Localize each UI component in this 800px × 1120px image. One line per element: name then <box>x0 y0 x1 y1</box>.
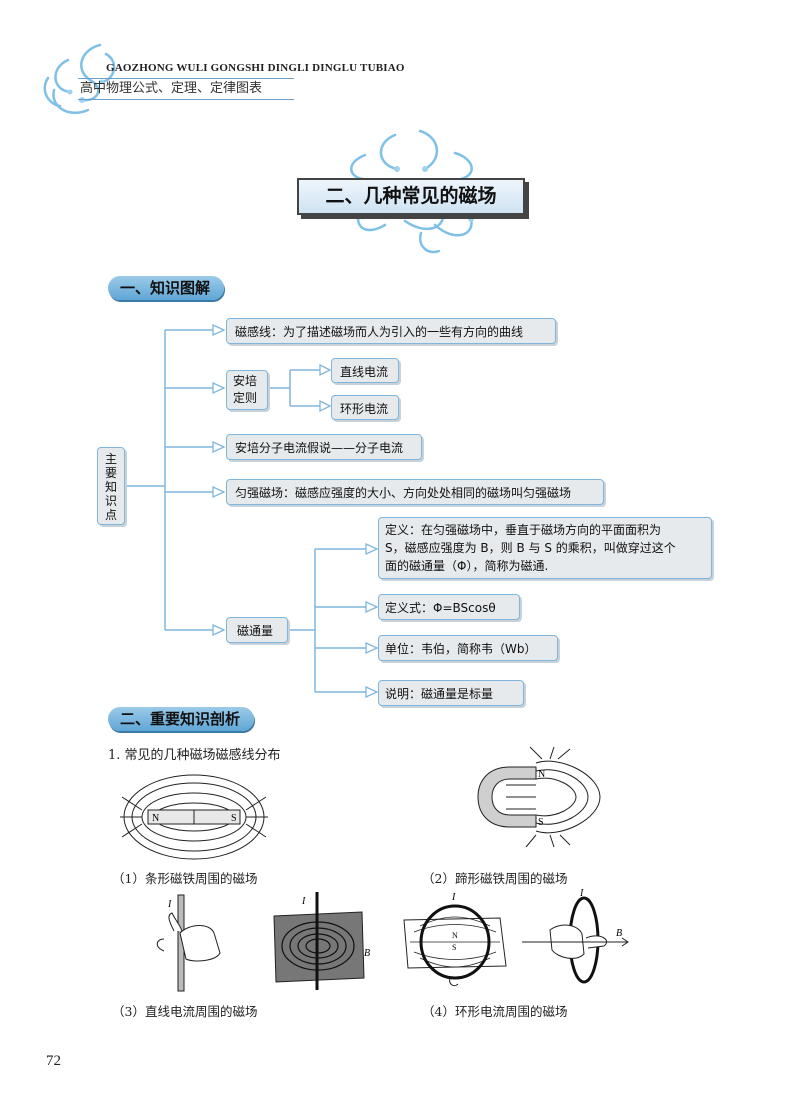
bar-magnet-north-label: N <box>152 813 159 824</box>
item1-heading: 1. 常见的几种磁场磁感线分布 <box>108 748 281 763</box>
ring-current-hand-figure: I B <box>522 888 629 984</box>
ring-hand-current-label: I <box>579 888 584 899</box>
straight-current-field-figure: I B <box>273 892 370 990</box>
header-book-title: 高中物理公式、定理、定律图表 <box>78 78 294 100</box>
bar-magnet-south-label: S <box>231 813 237 824</box>
flux-def-line2: S，磁感应强度为 B，则 B 与 S 的乘积，叫做穿过这个 <box>385 541 676 555</box>
node-ampere-rule: 安培 定则 <box>226 370 268 410</box>
node-magnetic-lines: 磁感线：为了描述磁场而人为引入的一些有方向的曲线 <box>226 318 556 344</box>
node-molecular-current: 安培分子电流假说——分子电流 <box>226 434 422 460</box>
ampere-rule-line2: 定则 <box>233 391 258 405</box>
horseshoe-north-label: N <box>538 769 545 780</box>
caption-ring-current: （4）环形电流周围的磁场 <box>422 1004 568 1019</box>
ring-field-current-label: I <box>451 892 456 903</box>
node-uniform-field: 匀强磁场：磁感应强度的大小、方向处处相同的磁场叫匀强磁场 <box>226 479 604 505</box>
node-flux-unit: 单位：韦伯，简称韦（Wb） <box>378 635 558 661</box>
section2-tag: 二、重要知识剖析 <box>108 707 255 731</box>
straight-current-hand-figure: I <box>156 894 221 992</box>
caption-straight-current: （3）直线电流周围的磁场 <box>112 1004 258 1019</box>
ring-field-south-label: S <box>452 943 456 952</box>
node-flux-definition: 定义：在匀强磁场中，垂直于磁场方向的平面面积为 S，磁感应强度为 B，则 B 与… <box>378 517 712 579</box>
ring-current-field-figure: I N S <box>403 892 507 987</box>
header-pinyin: GAOZHONG WULI GONGSHI DINGLI DINGLU TUBI… <box>106 62 405 74</box>
page-number: 72 <box>46 1053 61 1069</box>
flux-def-line3: 面的磁通量（Φ），简称为磁通. <box>385 559 549 573</box>
node-ring-current: 环形电流 <box>331 395 399 420</box>
ampere-rule-line1: 安培 <box>233 374 258 388</box>
flux-def-line1: 定义：在匀强磁场中，垂直于磁场方向的平面面积为 <box>385 523 662 537</box>
horseshoe-south-label: S <box>538 817 544 828</box>
horseshoe-magnet-figure: N S <box>477 746 601 848</box>
node-flux: 磁通量 <box>226 617 288 643</box>
caption-horseshoe-magnet: （2）蹄形磁铁周围的磁场 <box>422 871 568 886</box>
ring-hand-b-label: B <box>616 928 622 939</box>
bar-magnet-figure: N S <box>120 774 268 860</box>
section1-tag: 一、知识图解 <box>108 276 225 300</box>
mindmap-connectors <box>125 323 379 699</box>
straight-current-label: I <box>167 899 172 910</box>
ring-field-north-label: N <box>452 931 458 940</box>
node-flux-formula: 定义式：Φ=BScosθ <box>378 594 520 620</box>
chapter-title: 二、几种常见的磁场 <box>297 178 525 215</box>
node-flux-note: 说明：磁通量是标量 <box>378 680 524 706</box>
corner-ornament <box>43 43 116 115</box>
straight-field-current-label: I <box>301 896 306 907</box>
caption-bar-magnet: （1）条形磁铁周围的磁场 <box>112 871 258 886</box>
straight-field-b-label: B <box>364 948 370 959</box>
mindmap-root: 主要知识点 <box>97 447 125 525</box>
node-straight-current: 直线电流 <box>331 358 399 383</box>
